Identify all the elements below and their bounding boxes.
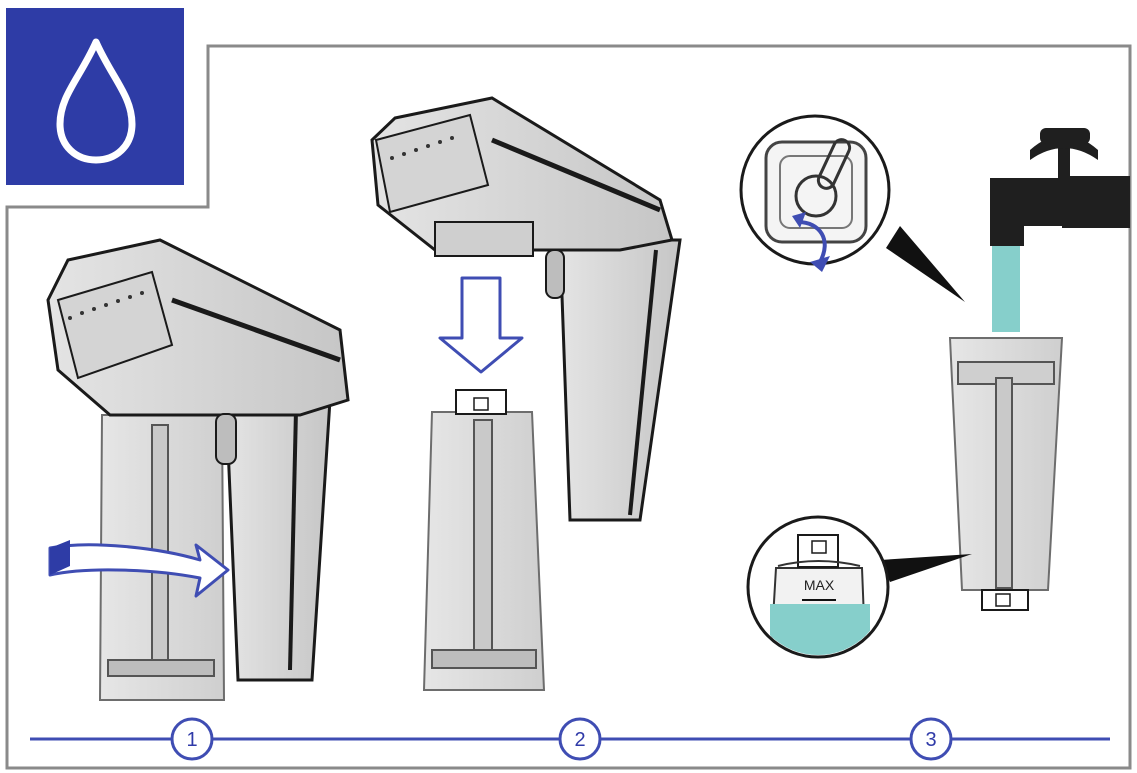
step-timeline: 1 2 3 [30,717,1110,761]
max-level-callout: MAX [746,515,972,659]
water-badge [6,8,184,185]
step-3-number: 3 [925,729,936,751]
step-1-number: 1 [186,729,197,751]
step-3-illustration: MAX [739,114,1130,659]
step-3-marker: 3 [909,717,953,761]
step-2-illustration [370,96,682,691]
step-1-marker: 1 [170,717,214,761]
step-2-number: 2 [574,729,585,751]
cap-detail-callout [739,114,965,302]
water-stream [992,246,1020,332]
rotate-arrow-icon [797,220,827,263]
max-label: MAX [804,577,835,593]
step-1-illustration [46,238,350,701]
steamer-handle [224,398,332,682]
step-2-marker: 2 [558,717,602,761]
water-drop-icon [56,38,136,164]
rotate-arrow-icon [48,543,230,598]
down-arrow-icon [438,276,524,374]
faucet-icon [990,128,1130,246]
